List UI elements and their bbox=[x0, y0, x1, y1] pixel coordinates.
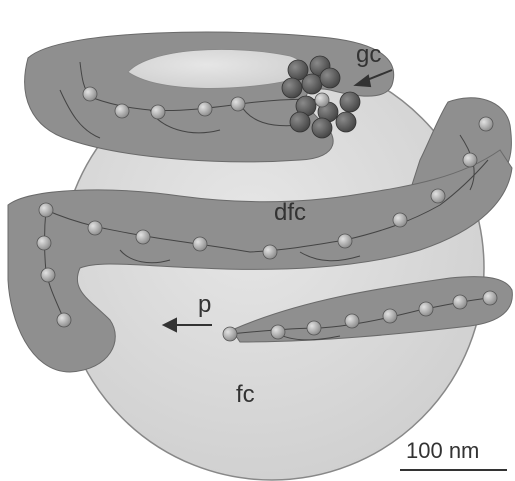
scale-bar-label: 100 nm bbox=[406, 438, 479, 463]
label-fc: fc bbox=[236, 381, 255, 408]
label-dfc: dfc bbox=[274, 199, 306, 226]
label-gc: gc bbox=[356, 41, 381, 68]
granule-bead bbox=[315, 93, 329, 107]
label-p: p bbox=[198, 291, 211, 318]
